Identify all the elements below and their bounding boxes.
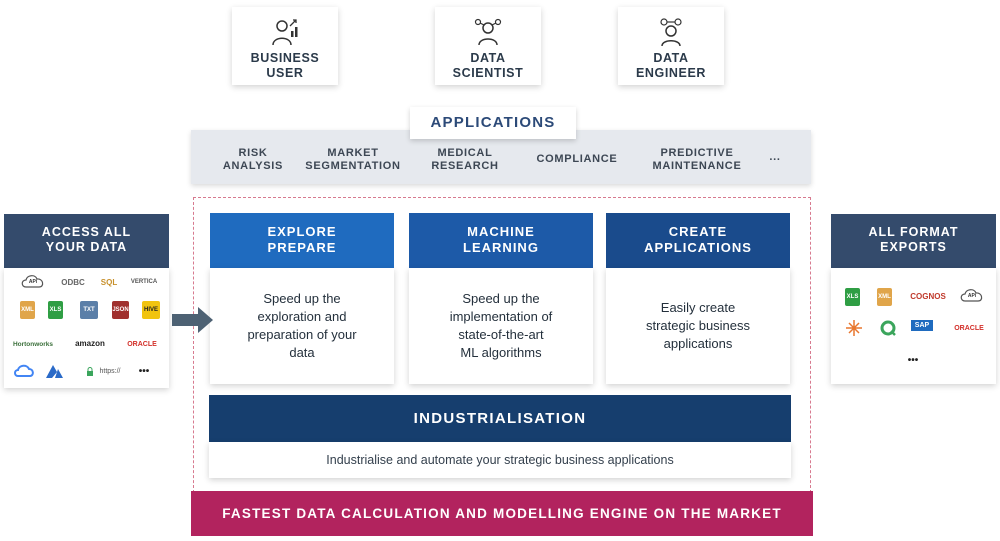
role-data-engineer: DATA ENGINEER (618, 7, 724, 85)
access-data-header: ACCESS ALL YOUR DATA (4, 214, 169, 268)
lock-icon (87, 367, 93, 376)
amazon-logo: amazon (75, 338, 105, 348)
stage-create-applications-header: CREATE APPLICATIONS (606, 213, 790, 268)
google-cloud-icon (14, 364, 34, 377)
tableau-icon (846, 320, 862, 336)
access-data-logos: APi ODBC SQL VERTICA XML XLS TXT JSON HI… (4, 268, 169, 388)
xml-file-icon: XML (20, 301, 35, 319)
data-engineer-icon (660, 18, 682, 47)
applications-title: APPLICATIONS (410, 107, 576, 139)
more-exports: ••• (907, 354, 919, 366)
app-compliance: COMPLIANCE (536, 153, 618, 165)
stage-machine-learning-text: Speed up the implementation of state-of-… (409, 268, 593, 384)
app-risk-analysis: RISK ANALYSIS (222, 147, 284, 172)
odbc-logo: ODBC (61, 277, 85, 287)
vertica-logo: VERTICA (130, 279, 158, 285)
api-logo: APi (28, 279, 38, 285)
applications-panel (191, 130, 811, 184)
app-more: ... (769, 151, 781, 163)
hortonworks-logo: Hortonworks (12, 340, 54, 348)
cognos-logo: COGNOS (910, 291, 946, 301)
data-scientist-icon (474, 18, 502, 46)
oracle-export-logo: ORACLE (954, 324, 984, 332)
api-export-logo: APi (967, 293, 977, 299)
app-medical-research: MEDICAL RESEARCH (431, 147, 499, 172)
stage-create-applications-text: Easily create strategic business applica… (606, 268, 790, 384)
https-logo: https:// (99, 368, 121, 375)
business-user-icon (272, 19, 298, 46)
sap-logo: SAP (911, 320, 933, 331)
txt-file-icon: TXT (80, 301, 98, 319)
app-market-segmentation: MARKET SEGMENTATION (305, 147, 401, 172)
role-business-user: BUSINESS USER (232, 7, 338, 85)
role-label: DATA SCIENTIST (452, 51, 524, 80)
json-file-icon: JSON (112, 301, 129, 319)
role-label: BUSINESS USER (250, 51, 320, 80)
hive-logo: HIVE (142, 301, 160, 319)
qlik-icon (880, 320, 896, 336)
more-sources: ••• (138, 365, 150, 377)
industrialisation-text: Industrialise and automate your strategi… (209, 442, 791, 478)
exports-header: ALL FORMAT EXPORTS (831, 214, 996, 268)
azure-icon (46, 365, 63, 378)
role-label: DATA ENGINEER (635, 51, 707, 80)
role-data-scientist: DATA SCIENTIST (435, 7, 541, 85)
cloud-api-icon (21, 275, 44, 288)
oracle-logo: ORACLE (127, 340, 157, 348)
xls-export-icon: XLS (845, 288, 860, 306)
app-predictive-maintenance: PREDICTIVE MAINTENANCE (652, 147, 742, 172)
industrialisation-header: INDUSTRIALISATION (209, 395, 791, 442)
cloud-api-export-icon (960, 289, 983, 302)
stage-machine-learning-header: MACHINE LEARNING (409, 213, 593, 268)
arrow-right-icon (172, 307, 213, 333)
engine-banner: FASTEST DATA CALCULATION AND MODELLING E… (191, 491, 813, 536)
sql-logo: SQL (100, 277, 118, 287)
exports-logos: XLS XML COGNOS APi SAP ORACLE ••• (831, 268, 996, 384)
stage-explore-prepare-text: Speed up the exploration and preparation… (210, 268, 394, 384)
xml-export-icon: XML (877, 288, 892, 306)
xls-file-icon: XLS (48, 301, 63, 319)
stage-explore-prepare-header: EXPLORE PREPARE (210, 213, 394, 268)
